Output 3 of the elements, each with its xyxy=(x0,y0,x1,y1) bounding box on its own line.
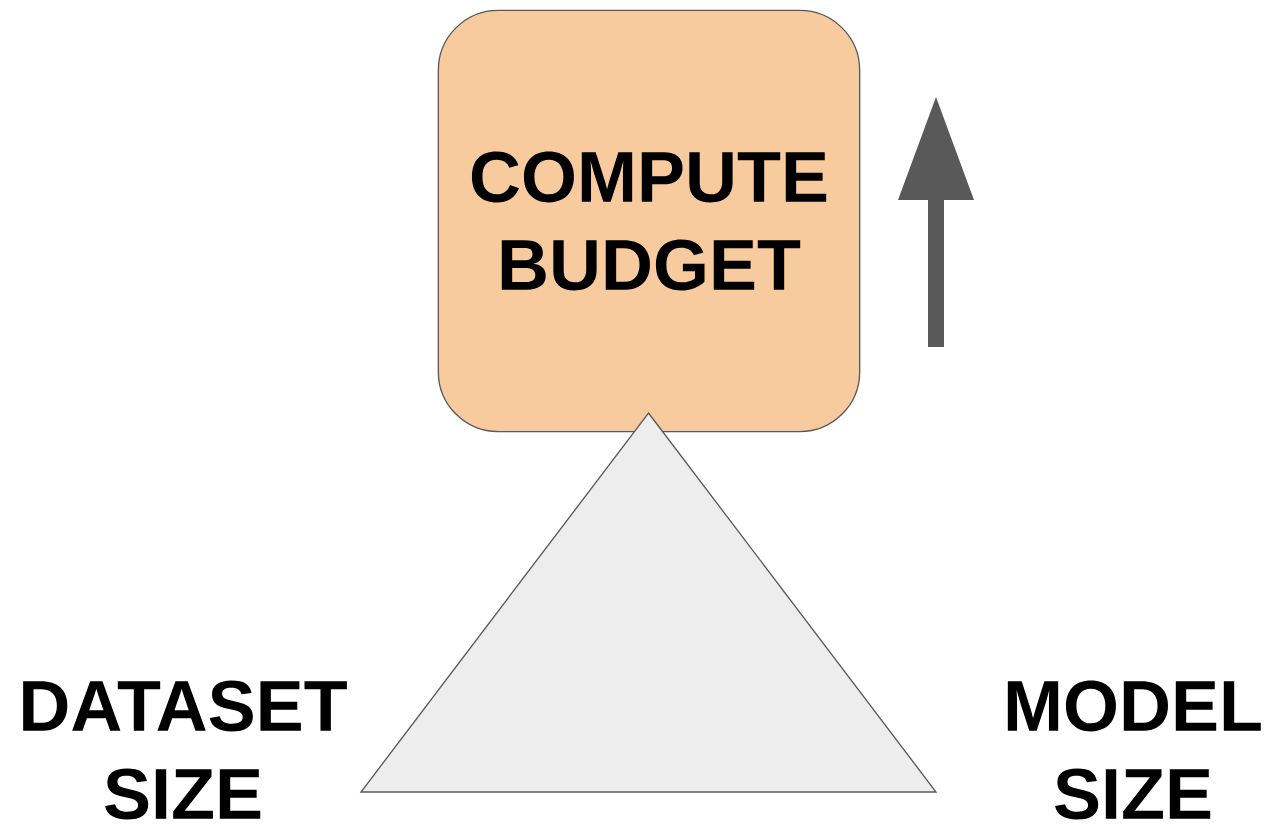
axis-label: DATASET SIZE xyxy=(23,680,347,820)
axis-label: MODEL SIZE xyxy=(1007,680,1261,820)
rounded-box: COMPUTE BUDGET xyxy=(437,9,861,433)
